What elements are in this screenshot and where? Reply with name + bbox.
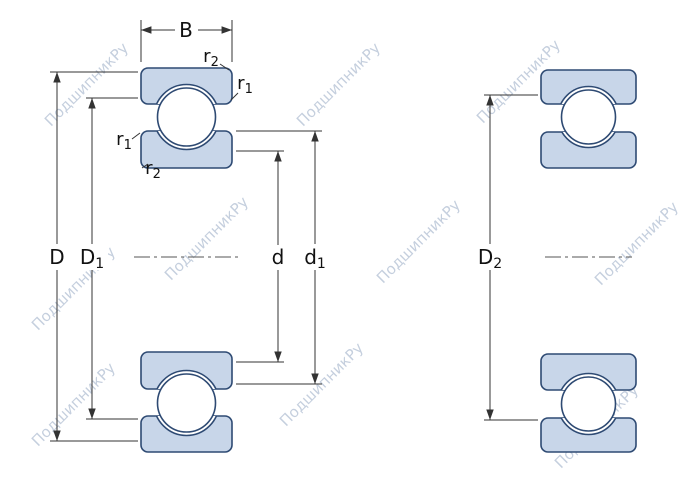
label-background [45,244,69,270]
watermark-text: ПодшипникРу [41,39,132,130]
ball-top [156,87,217,147]
dim-label-B: B [179,18,193,42]
dimension-B: B [140,18,233,62]
dim-label-D: D [49,245,64,269]
watermark-text: ПодшипникРу [373,196,464,287]
dimension-D: D [45,71,138,442]
dimension-D1: D1 [76,97,138,420]
r2-label-bottom-left: r2 [145,158,161,182]
watermark-text: ПодшипникРу [591,198,682,289]
dim-label-D2: D2 [478,245,502,272]
ball-bottom [156,373,217,433]
dimension-D2: D2 [474,94,538,421]
dim-label-d1: d1 [304,245,326,272]
chamfer-callouts: r2 r1 r1 r2 [116,46,253,182]
label-background [268,245,289,270]
r1-label-right: r1 [237,73,253,97]
watermark-text: ПодшипникРу [161,193,252,284]
leader-line [219,63,230,71]
dimension-d: d [236,150,289,363]
watermark-text: ПодшипникРу [293,39,384,130]
r1-label-left: r1 [116,129,132,153]
label-background [302,244,329,270]
dimension-d1: d1 [236,130,329,385]
label-background [175,19,198,41]
leader-line [141,163,149,169]
dim-label-D1: D1 [80,245,104,272]
leader-line [230,92,239,101]
label-background [474,244,507,270]
r2-label-top: r2 [203,46,219,70]
ball-top [560,89,617,145]
leader-line [131,132,141,140]
ball-bottom [560,376,617,432]
label-background [76,244,108,270]
watermark-text: ПодшипникРу [28,359,119,450]
dim-label-d: d [272,245,285,269]
